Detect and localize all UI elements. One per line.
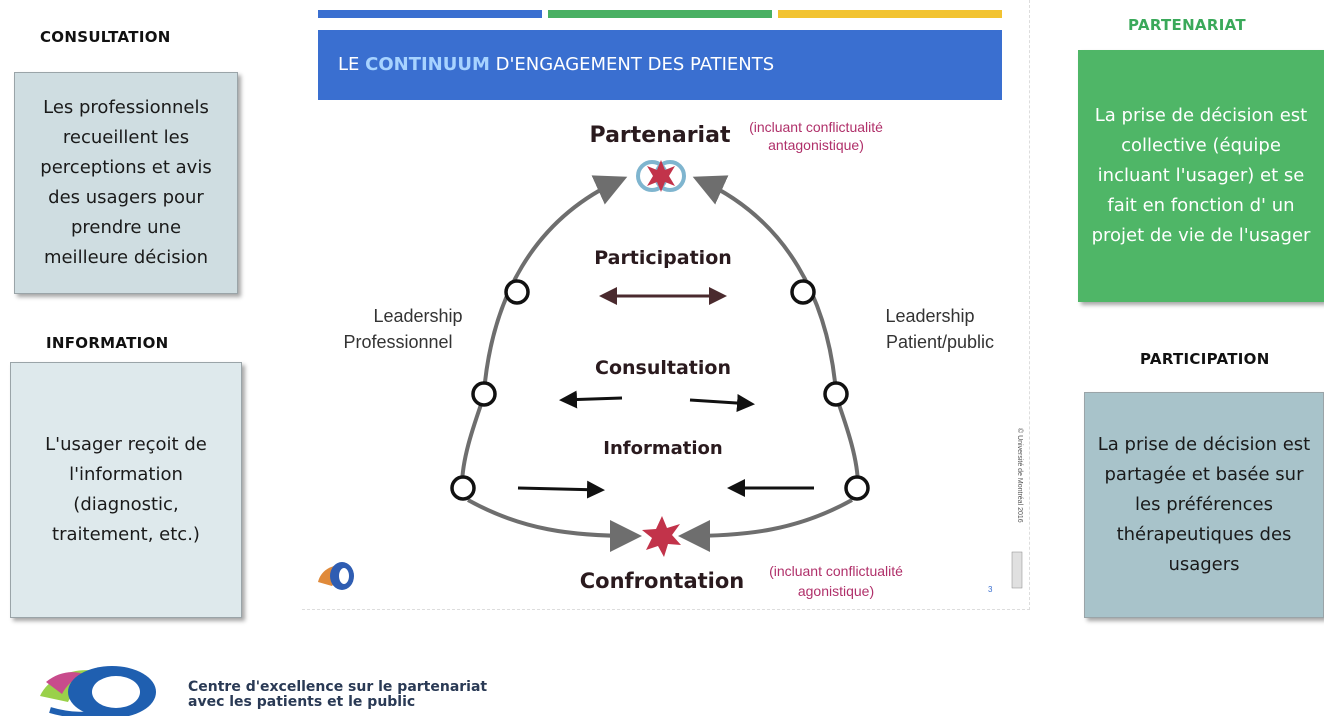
label-information: Information [603, 438, 722, 459]
consultation-arrow-right [689, 394, 755, 413]
label-consultation: Consultation [595, 357, 731, 379]
continuum-diagram: Partenariat (incluant conflictualité ant… [318, 119, 1024, 599]
participation-box: La prise de décision est partagée et bas… [1084, 392, 1324, 618]
right-arc-bottom [678, 498, 853, 552]
udem-logo-icon [1011, 551, 1023, 589]
left-arc-bottom [467, 498, 642, 552]
stripe-blue [318, 10, 542, 18]
participation-heading: PARTICIPATION [1140, 350, 1270, 368]
node-right-middle [823, 381, 849, 407]
stripe-green [548, 10, 772, 18]
partenariat-box: La prise de décision est collective (équ… [1078, 50, 1324, 302]
information-arrow-right [517, 480, 605, 499]
slide-title-suffix: D'ENGAGEMENT DES PATIENTS [489, 54, 775, 75]
stripe-yellow [778, 10, 1002, 18]
consultation-arrow-left [559, 390, 623, 409]
right-arc-lower [834, 395, 860, 487]
page-number: 3 [988, 585, 993, 594]
information-box: L'usager reçoit de l'information (diagno… [10, 362, 242, 618]
label-participation: Participation [594, 247, 732, 269]
cepp-logo-icon [40, 666, 156, 716]
consultation-heading: CONSULTATION [40, 28, 171, 46]
note-top-2: antagonistique) [768, 137, 864, 153]
node-right-upper [790, 279, 816, 305]
left-arc-upper [482, 175, 628, 393]
node-right-lower [844, 475, 870, 501]
right-leader-line2: Patient/public [886, 332, 994, 352]
left-arc-lower [460, 395, 486, 487]
slide-logo-icon [318, 562, 354, 590]
copyright-vertical: © Université de Montréal 2016 [1016, 428, 1024, 523]
partenariat-icon [636, 160, 686, 192]
note-bottom-2: agonistique) [798, 583, 874, 599]
label-partenariat: Partenariat [590, 123, 731, 148]
right-leader-line1: Leadership [885, 306, 974, 326]
slide-title-prefix: LE [338, 54, 366, 75]
consultation-box: Les professionnels recueillent les perce… [14, 72, 238, 294]
note-bottom-1: (incluant conflictualité [769, 563, 903, 579]
left-leader-line1: Leadership [373, 306, 462, 326]
left-leader-line2: Professionnel [343, 332, 452, 352]
right-arc-upper [692, 175, 838, 393]
node-left-upper [504, 279, 530, 305]
organization-name: Centre d'excellence sur le partenariat a… [188, 679, 488, 710]
information-heading: INFORMATION [46, 334, 169, 352]
confrontation-star-icon [642, 516, 681, 557]
slide: LE CONTINUUM D'ENGAGEMENT DES PATIENTS [302, 0, 1030, 610]
slide-title: LE CONTINUUM D'ENGAGEMENT DES PATIENTS [318, 30, 1002, 100]
node-left-lower [450, 475, 476, 501]
node-left-middle [471, 381, 497, 407]
note-top-1: (incluant conflictualité [749, 119, 883, 135]
partenariat-heading: PARTENARIAT [1128, 16, 1246, 34]
slide-title-highlight: CONTINUUM [365, 54, 490, 75]
label-confrontation: Confrontation [580, 569, 744, 593]
